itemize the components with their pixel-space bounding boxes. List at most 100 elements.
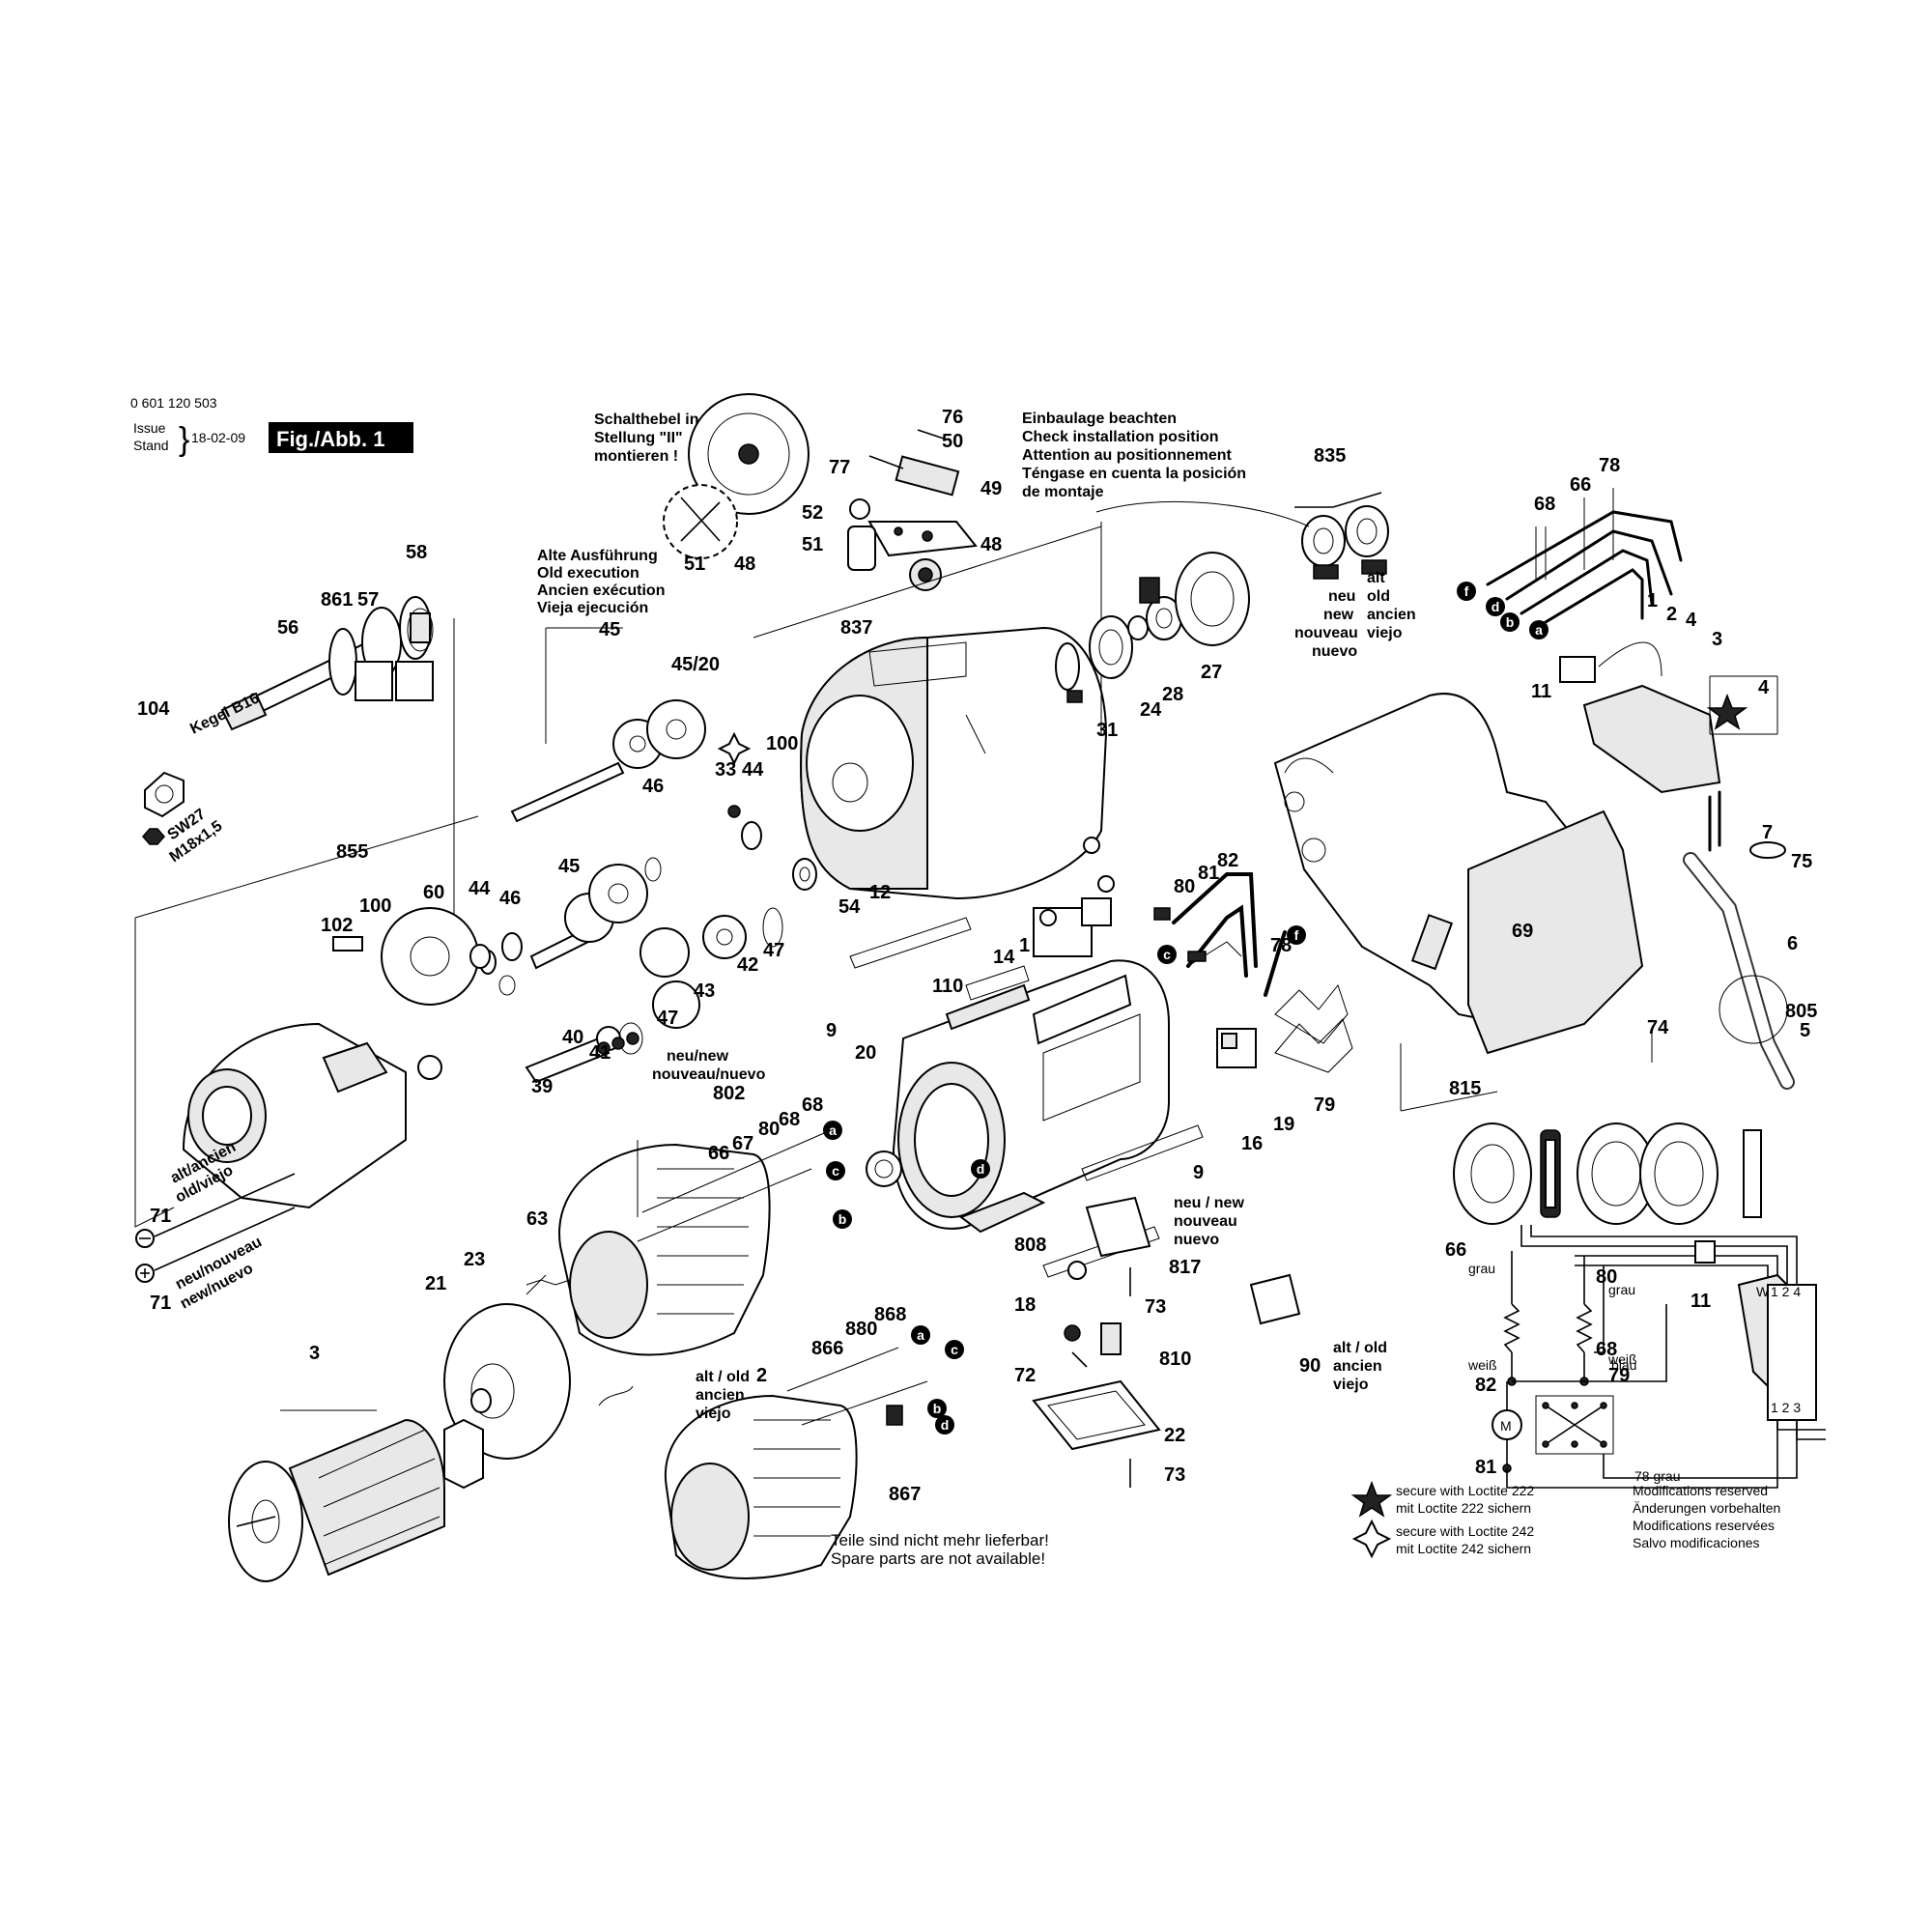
part-number-label: 21 (425, 1273, 446, 1294)
legend-line: mit Loctite 242 sichern (1396, 1541, 1531, 1556)
wire-color-label: grau (1468, 1261, 1495, 1276)
part-number-label: 835 (1314, 445, 1346, 467)
part-number-label: 2 (756, 1365, 767, 1386)
wire-marker-letter: b (1506, 614, 1515, 630)
brace-icon: } (179, 421, 189, 458)
part-number-label: 74 (1647, 1017, 1669, 1038)
part-number-label: 67 (732, 1133, 753, 1154)
wire-marker-circle (935, 1415, 954, 1435)
diamond-icon-33 (717, 731, 752, 766)
part-number-label: 102 (321, 915, 353, 936)
note-line: Vieja ejecución (537, 600, 648, 616)
hex-icon (142, 828, 165, 845)
legend-line: mit Loctite 222 sichern (1396, 1500, 1531, 1516)
part-number-label: 44 (469, 878, 491, 899)
part-number-label: 48 (980, 534, 1002, 555)
wire-marker-circle (833, 1209, 852, 1229)
part-number-label: 815 (1449, 1078, 1481, 1099)
star-icon-switch (1706, 693, 1748, 730)
note-line: nuevo (1312, 643, 1357, 660)
note-line: ancien (1333, 1358, 1382, 1375)
part-number-label: 110 (932, 976, 963, 997)
wire-marker-circle (945, 1340, 964, 1359)
legend-line: Modifications reserved (1633, 1483, 1768, 1498)
adjustment-bracket-parts (847, 429, 978, 591)
note-line: viejo (1367, 625, 1403, 641)
part-number-label: 40 (562, 1027, 583, 1048)
note-line: de montaje (1022, 484, 1104, 500)
part-number-label: 51 (802, 534, 823, 555)
note-line: viejo (696, 1406, 731, 1422)
wire-marker-letter: c (1163, 947, 1171, 962)
wire-marker-letter: d (977, 1161, 985, 1177)
part-number-label: 68 (802, 1094, 823, 1116)
wire-marker-letter: b (933, 1401, 942, 1416)
part-number-label: 3 (309, 1343, 320, 1364)
wire-color-label: 78 grau (1634, 1468, 1680, 1484)
wire-marker-letter: f (1294, 927, 1299, 943)
part-number-label: 6 (1787, 933, 1798, 954)
part-number-label: 866 (811, 1338, 843, 1359)
note-line: alt / old (1333, 1340, 1387, 1356)
part-number-label: 817 (1169, 1257, 1201, 1278)
part-number-label: 71 (150, 1206, 171, 1227)
field-coil-802 (558, 1129, 832, 1356)
note-line: nouveau (1174, 1213, 1237, 1230)
part-number-label: 44 (742, 759, 764, 781)
part-number-label: 802 (713, 1083, 745, 1104)
wire-marker-letter: c (832, 1163, 839, 1179)
seal-rings-bottom-right (1453, 1122, 1762, 1225)
note-line: old (1367, 588, 1390, 605)
part-number-label: 45 (599, 619, 620, 640)
field-coil-867 (664, 1347, 928, 1579)
neu-new-note-835: neu new nouveau nuevo (1294, 588, 1358, 660)
part-number-label: 41 (589, 1042, 611, 1064)
note-line: viejo (1333, 1377, 1369, 1393)
spindle-assembly (144, 596, 455, 966)
part-number-label: 837 (840, 617, 872, 639)
part-number-label: 77 (829, 457, 850, 478)
motor-housing (849, 837, 1204, 1278)
wire-marker-letter: c (951, 1342, 958, 1357)
part-number-label: 48 (734, 554, 755, 575)
note-line: Spare parts are not available! (831, 1549, 1045, 1568)
part-number-label: 66 (708, 1143, 729, 1164)
switch-terminals: 1 2 4 (1771, 1284, 1801, 1299)
note-line: neu / new (1174, 1195, 1244, 1211)
wire-marker-letter: f (1464, 583, 1469, 599)
wire-marker-letter: d (1492, 599, 1500, 614)
part-number-label: 16 (1241, 1133, 1263, 1154)
switch-knob-drawing (663, 393, 810, 559)
part-number-label: 9 (826, 1020, 837, 1041)
note-line: Stellung "II" (594, 430, 683, 446)
part-number-label: 47 (657, 1008, 678, 1029)
part-number-label: 81 (1198, 863, 1219, 884)
note-line: Ancien exécution (537, 582, 665, 599)
part-number-label: 45/20 (671, 654, 720, 675)
part-number-label: 855 (336, 841, 368, 863)
part-number-label: 66 (1570, 474, 1591, 496)
part-number-label: 69 (1512, 921, 1533, 942)
part-number-label: 78 (1599, 455, 1620, 476)
part-number-label: 58 (406, 542, 427, 563)
wire-marker-circle (911, 1325, 930, 1345)
wire-marker-circle (1486, 597, 1505, 616)
wire-marker-circle (1157, 945, 1177, 964)
wire-marker-circle (826, 1161, 845, 1180)
part-number-label: 1 (1647, 590, 1658, 611)
part-number-label: 46 (499, 888, 521, 909)
power-cable (1683, 790, 1795, 1090)
handle-housing-815 (1273, 693, 1653, 1112)
wire-marker-circle (1457, 582, 1476, 601)
part-number-label: 808 (1014, 1235, 1046, 1256)
figure-label-box (269, 422, 413, 453)
issue-label: Issue (133, 420, 166, 436)
part-number-label: 57 (357, 589, 379, 611)
part-number-label: 45 (558, 856, 580, 877)
note-line: neu/new (667, 1048, 729, 1065)
part-number-label: 42 (737, 954, 758, 976)
switch-wiring (1486, 488, 1778, 794)
old-execution-note: Alte Ausführung Old execution Ancien exé… (537, 548, 665, 616)
gear-housing-837 (753, 522, 1108, 900)
legend-line: secure with Loctite 222 (1396, 1483, 1534, 1498)
